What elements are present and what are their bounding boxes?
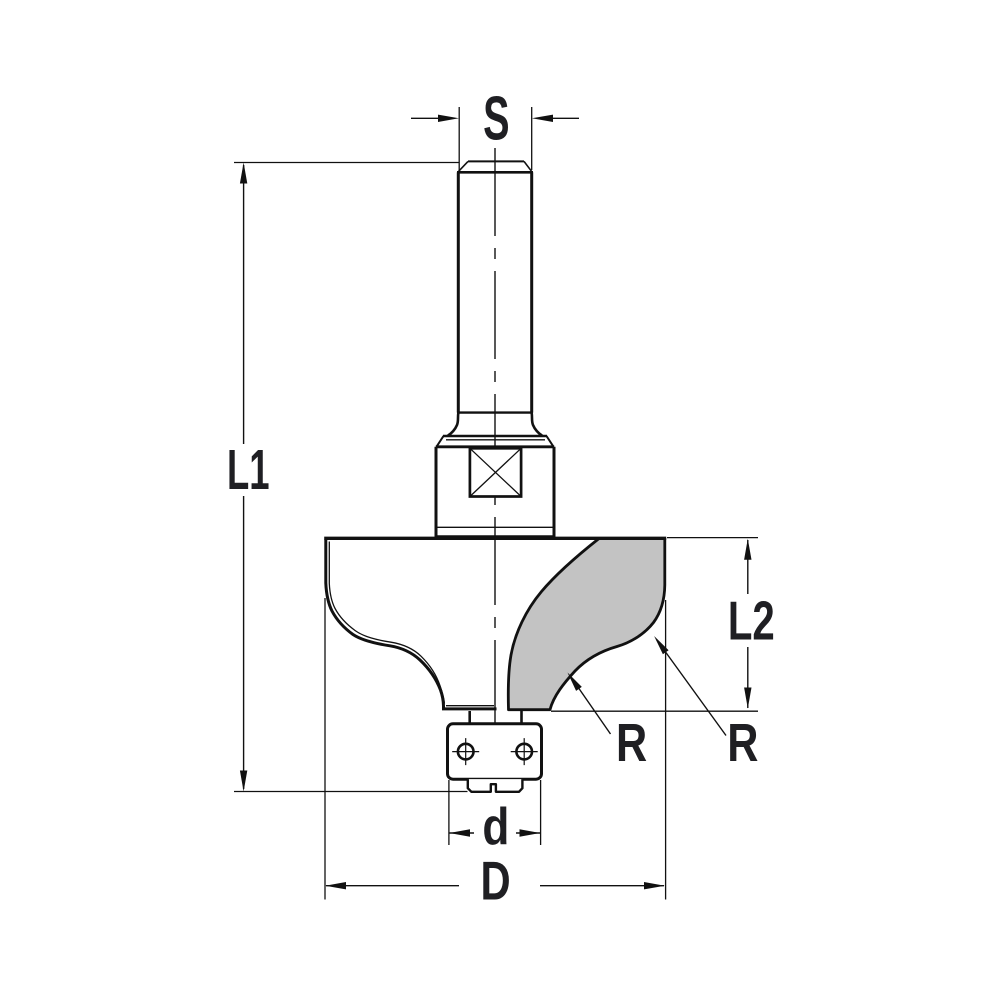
svg-text:R: R bbox=[616, 714, 647, 774]
svg-text:S: S bbox=[483, 85, 509, 154]
svg-text:R: R bbox=[727, 714, 758, 774]
svg-text:L2: L2 bbox=[728, 590, 775, 652]
svg-text:L1: L1 bbox=[227, 439, 270, 502]
svg-text:d: d bbox=[482, 798, 509, 856]
svg-text:D: D bbox=[481, 851, 511, 912]
